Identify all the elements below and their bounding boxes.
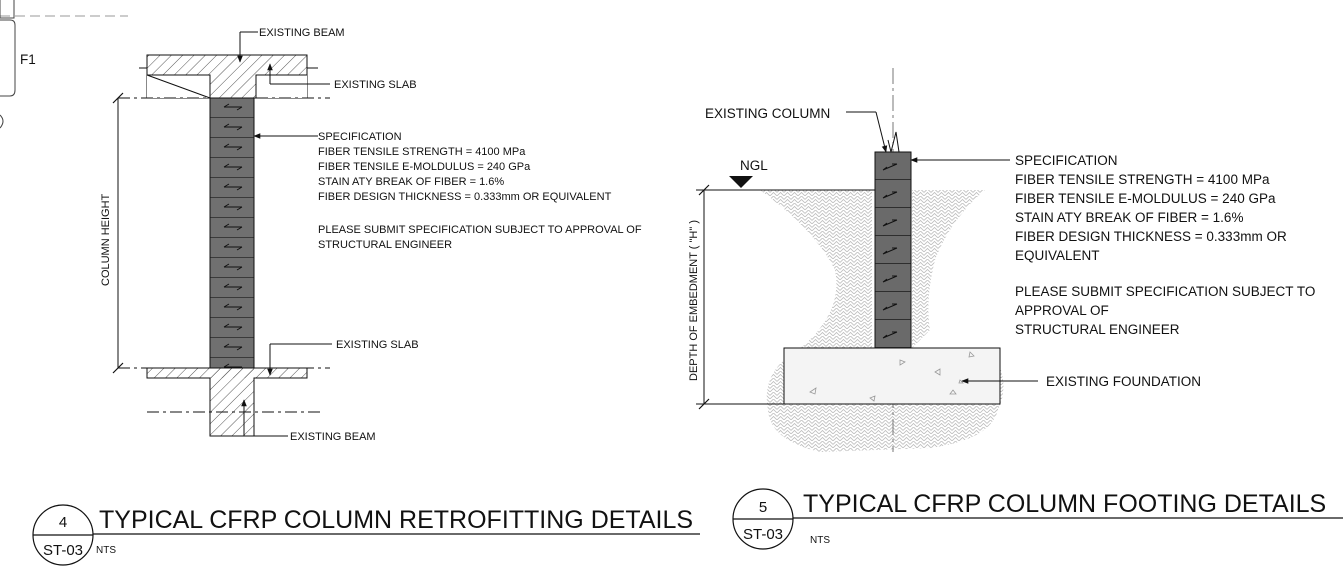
detail-5-annotations: EXISTING COLUMN NGL DEPTH OF EMBEDMENT (… xyxy=(688,106,1315,389)
spec-line: STAIN ATY BREAK OF FIBER = 1.6% xyxy=(318,176,504,188)
submit-line: PLEASE SUBMIT SPECIFICATION SUBJECT TO A… xyxy=(318,224,642,236)
detail-5-title-block: 5 ST-03 TYPICAL CFRP COLUMN FOOTING DETA… xyxy=(732,488,1343,550)
label-existing-slab-bottom: EXISTING SLAB xyxy=(336,339,419,351)
ngl-marker xyxy=(729,176,753,188)
spec-line: FIBER TENSILE STRENGTH = 4100 MPa xyxy=(1015,172,1270,187)
detail-5-spec-block: SPECIFICATION FIBER TENSILE STRENGTH = 4… xyxy=(1015,153,1315,337)
detail-4-title-block: 4 ST-03 TYPICAL CFRP COLUMN RETROFITTING… xyxy=(32,504,700,566)
spec-line: FIBER DESIGN THICKNESS = 0.333mm OR xyxy=(1015,229,1287,244)
detail-5-number: 5 xyxy=(759,499,767,516)
label-ngl: NGL xyxy=(740,158,768,173)
submit-line: STRUCTURAL ENGINEER xyxy=(318,239,452,251)
submit-line: PLEASE SUBMIT SPECIFICATION SUBJECT TO xyxy=(1015,284,1315,299)
spec-line: SPECIFICATION xyxy=(1015,153,1118,168)
adjacent-drawing-fragment: F1 xyxy=(0,0,128,129)
existing-foundation xyxy=(783,347,1001,405)
detail-4-scale: NTS xyxy=(96,545,116,556)
label-column-height: COLUMN HEIGHT xyxy=(100,193,112,286)
spec-line: EQUIVALENT xyxy=(1015,248,1100,263)
spec-line: FIBER TENSILE E-MOLDULUS = 240 GPa xyxy=(1015,191,1276,206)
spec-line: FIBER TENSILE E-MOLDULUS = 240 GPa xyxy=(318,161,531,173)
label-existing-beam-bottom: EXISTING BEAM xyxy=(290,431,376,443)
submit-line: APPROVAL OF xyxy=(1015,303,1109,318)
spec-line: FIBER TENSILE STRENGTH = 4100 MPa xyxy=(318,146,526,158)
detail-4-drawing xyxy=(112,31,332,437)
detail-4-spec-block: SPECIFICATION FIBER TENSILE STRENGTH = 4… xyxy=(318,131,642,251)
column-cfrp-wrap-footing xyxy=(874,151,912,349)
detail-5-title: TYPICAL CFRP COLUMN FOOTING DETAILS xyxy=(803,490,1326,518)
spec-line: STAIN ATY BREAK OF FIBER = 1.6% xyxy=(1015,210,1243,225)
column-cfrp-wrap xyxy=(209,97,255,369)
detail-5-sheet-ref: ST-03 xyxy=(743,526,783,543)
detail-4-annotations: EXISTING BEAM EXISTING SLAB EXISTING SLA… xyxy=(100,27,642,443)
fragment-label: F1 xyxy=(20,52,36,67)
label-depth-of-embedment: DEPTH OF EMBEDMENT ( "H" ) xyxy=(688,220,700,381)
detail-4-sheet-ref: ST-03 xyxy=(43,542,83,559)
detail-5-drawing xyxy=(696,68,1038,452)
label-existing-beam-top: EXISTING BEAM xyxy=(259,27,345,39)
submit-line: STRUCTURAL ENGINEER xyxy=(1015,322,1180,337)
bottom-beam xyxy=(210,368,254,436)
spec-line: SPECIFICATION xyxy=(318,131,402,143)
label-existing-slab-top: EXISTING SLAB xyxy=(334,79,417,91)
detail-5-scale: NTS xyxy=(810,535,830,546)
spec-line: FIBER DESIGN THICKNESS = 0.333mm OR EQUI… xyxy=(318,191,612,203)
detail-4-title: TYPICAL CFRP COLUMN RETROFITTING DETAILS xyxy=(99,506,693,534)
detail-4-number: 4 xyxy=(59,514,67,531)
label-existing-column: EXISTING COLUMN xyxy=(705,106,830,121)
label-existing-foundation: EXISTING FOUNDATION xyxy=(1046,374,1201,389)
